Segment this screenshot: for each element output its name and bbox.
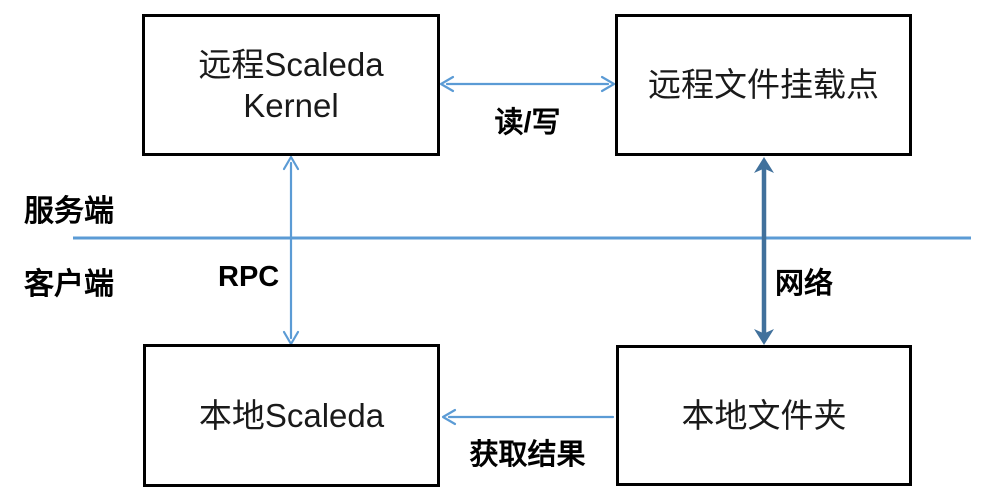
box-local-scaleda-label: 本地Scaleda bbox=[198, 396, 385, 434]
fetch-result-edge-label: 获取结果 bbox=[469, 439, 586, 471]
box-remote-file-mount-point-label: 远程文件挂载点 bbox=[648, 66, 879, 104]
rpc-edge-label: RPC bbox=[218, 261, 280, 293]
box-remote-file-mount-point: 远程文件挂载点 bbox=[615, 14, 912, 156]
box-remote-scaleda-kernel: 远程Scaleda Kernel bbox=[142, 14, 440, 156]
read-write-double-arrow bbox=[439, 75, 616, 93]
read-write-edge-label: 读/写 bbox=[494, 107, 561, 139]
rpc-double-arrow bbox=[282, 155, 300, 346]
network-double-arrow bbox=[754, 157, 774, 345]
box-remote-scaleda-kernel-label: 远程Scaleda Kernel bbox=[198, 45, 384, 124]
box-local-folder-label: 本地文件夹 bbox=[681, 396, 847, 434]
box-local-folder: 本地文件夹 bbox=[616, 345, 912, 486]
client-side-label: 客户端 bbox=[24, 268, 114, 301]
network-edge-label: 网络 bbox=[775, 268, 834, 300]
server-side-label: 服务端 bbox=[24, 195, 114, 228]
box-local-scaleda: 本地Scaleda bbox=[143, 344, 440, 487]
fetch-result-arrow bbox=[441, 408, 615, 426]
